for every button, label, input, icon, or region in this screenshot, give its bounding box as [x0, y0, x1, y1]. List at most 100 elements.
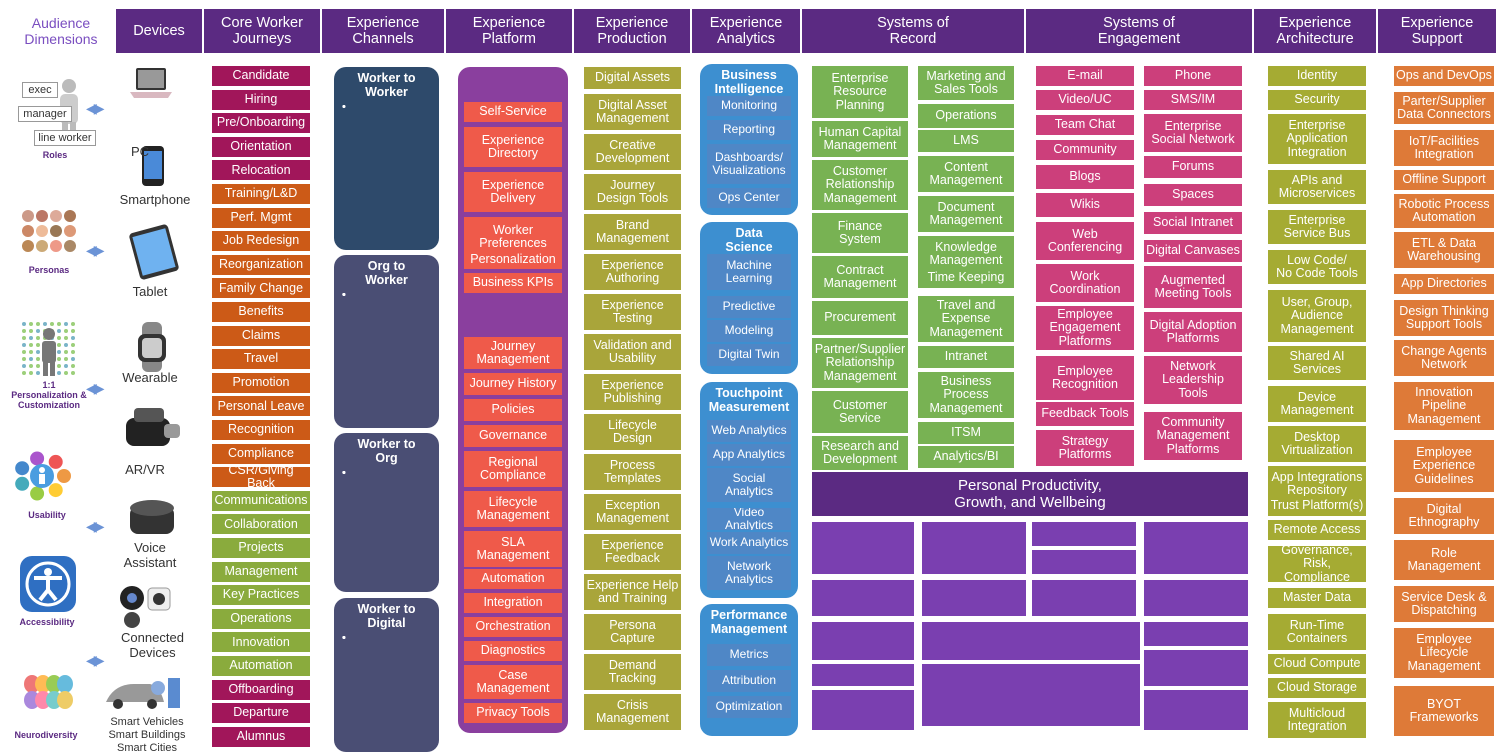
architecture-4[interactable]: Enterprise Service Bus	[1268, 210, 1366, 244]
production-8[interactable]: Experience Publishing	[584, 374, 681, 410]
support-8[interactable]: Change Agents Network	[1394, 340, 1494, 376]
support-10[interactable]: Employee Experience Guidelines	[1394, 440, 1494, 492]
sor-right-10[interactable]: ITSM	[918, 422, 1014, 444]
analytics-item[interactable]: Dashboards/ Visualizations	[707, 144, 791, 184]
personal-item-6[interactable]	[922, 580, 1026, 616]
production-9[interactable]: Lifecycle Design	[584, 414, 681, 450]
architecture-9[interactable]: Desktop Virtualization	[1268, 426, 1366, 462]
architecture-1[interactable]: Security	[1268, 90, 1366, 110]
sor-left-4[interactable]: Contract Management	[812, 256, 908, 298]
personal-item-1[interactable]	[922, 522, 1026, 574]
sor-right-4[interactable]: Document Management	[918, 196, 1014, 232]
analytics-item[interactable]: Digital Twin	[707, 344, 791, 366]
architecture-13[interactable]: Governance, Risk, Compliance	[1268, 546, 1366, 582]
sor-left-7[interactable]: Customer Service	[812, 391, 908, 433]
journey-7[interactable]: Job Redesign	[212, 231, 310, 252]
architecture-5[interactable]: Low Code/ No Code Tools	[1268, 250, 1366, 284]
personal-item-10[interactable]	[922, 622, 1140, 660]
architecture-11[interactable]: Trust Platform(s)	[1268, 496, 1366, 516]
support-11[interactable]: Digital Ethnography	[1394, 498, 1494, 534]
personal-item-9[interactable]	[812, 622, 914, 660]
soe-left-9[interactable]: Employee Recognition	[1036, 356, 1134, 400]
journey-4[interactable]: Relocation	[212, 160, 310, 181]
architecture-3[interactable]: APIs and Microservices	[1268, 170, 1366, 204]
soe-left-2[interactable]: Team Chat	[1036, 115, 1134, 135]
soe-right-10[interactable]: Community Management Platforms	[1144, 412, 1242, 460]
support-3[interactable]: Offline Support	[1394, 170, 1494, 190]
journey-17[interactable]: CSR/Giving Back	[212, 467, 310, 488]
journey-0[interactable]: Candidate	[212, 66, 310, 86]
journey-3[interactable]: Orientation	[212, 136, 310, 157]
analytics-item[interactable]: Work Analytics	[707, 532, 791, 554]
journey-6[interactable]: Perf. Mgmt	[212, 207, 310, 228]
support-13[interactable]: Service Desk & Dispatching	[1394, 586, 1494, 622]
journey-10[interactable]: Benefits	[212, 302, 310, 322]
support-4[interactable]: Robotic Process Automation	[1394, 194, 1494, 228]
personal-item-0[interactable]	[812, 522, 914, 574]
support-1[interactable]: Parter/Supplier Data Connectors	[1394, 92, 1494, 124]
support-5[interactable]: ETL & Data Warehousing	[1394, 232, 1494, 268]
production-10[interactable]: Process Templates	[584, 454, 681, 490]
journey-11[interactable]: Claims	[212, 325, 310, 346]
production-13[interactable]: Experience Help and Training	[584, 574, 681, 610]
analytics-item[interactable]: Social Analytics	[707, 468, 791, 502]
sor-left-0[interactable]: Enterprise Resource Planning	[812, 66, 908, 118]
platform-bo-3[interactable]: Governance	[464, 425, 562, 447]
sor-right-2[interactable]: LMS	[918, 130, 1014, 152]
platform-bo-5[interactable]: Lifecycle Management	[464, 491, 562, 527]
platform-wf-0[interactable]: Self-Service	[464, 102, 562, 122]
production-12[interactable]: Experience Feedback	[584, 534, 681, 570]
journey-9[interactable]: Family Change	[212, 278, 310, 299]
journey-1[interactable]: Hiring	[212, 89, 310, 110]
sor-right-3[interactable]: Content Management	[918, 156, 1014, 192]
support-6[interactable]: App Directories	[1394, 274, 1494, 294]
soe-left-8[interactable]: Employee Engagement Platforms	[1036, 306, 1134, 350]
analytics-item[interactable]: Modeling	[707, 320, 791, 342]
architecture-7[interactable]: Shared AI Services	[1268, 346, 1366, 380]
support-12[interactable]: Role Management	[1394, 540, 1494, 580]
personal-item-5[interactable]	[812, 580, 914, 616]
support-14[interactable]: Employee Lifecycle Management	[1394, 628, 1494, 678]
soe-left-4[interactable]: Blogs	[1036, 165, 1134, 189]
sor-right-11[interactable]: Analytics/BI	[918, 446, 1014, 468]
soe-left-10[interactable]: Feedback Tools	[1036, 402, 1134, 426]
platform-bo-4[interactable]: Regional Compliance	[464, 451, 562, 487]
platform-wf-4[interactable]: Personalization	[464, 251, 562, 269]
soe-left-0[interactable]: E-mail	[1036, 66, 1134, 86]
personal-item-7[interactable]	[1032, 580, 1136, 616]
sor-left-6[interactable]: Partner/Supplier Relationship Management	[812, 338, 908, 388]
soe-left-3[interactable]: Community	[1036, 140, 1134, 160]
journey-16[interactable]: Compliance	[212, 443, 310, 464]
journey-26[interactable]: Offboarding	[212, 679, 310, 700]
soe-right-7[interactable]: Augmented Meeting Tools	[1144, 266, 1242, 308]
sor-left-8[interactable]: Research and Development	[812, 436, 908, 470]
architecture-15[interactable]: Run-Time Containers	[1268, 614, 1366, 650]
support-15[interactable]: BYOT Frameworks	[1394, 686, 1494, 736]
analytics-item[interactable]: Machine Learning	[707, 254, 791, 290]
sor-right-8[interactable]: Intranet	[918, 346, 1014, 368]
platform-bo-8[interactable]: Integration	[464, 593, 562, 613]
sor-left-5[interactable]: Procurement	[812, 301, 908, 335]
production-4[interactable]: Brand Management	[584, 214, 681, 250]
personal-item-13[interactable]	[1144, 650, 1248, 686]
personal-item-11[interactable]	[1144, 622, 1248, 646]
sor-right-7[interactable]: Travel and Expense Management	[918, 296, 1014, 342]
production-11[interactable]: Exception Management	[584, 494, 681, 530]
sor-right-5[interactable]: Knowledge Management	[918, 236, 1014, 272]
platform-bo-12[interactable]: Privacy Tools	[464, 703, 562, 723]
soe-left-11[interactable]: Strategy Platforms	[1036, 430, 1134, 466]
production-3[interactable]: Journey Design Tools	[584, 174, 681, 210]
analytics-item[interactable]: Attribution	[707, 670, 791, 692]
platform-wf-5[interactable]: Business KPIs	[464, 273, 562, 293]
journey-5[interactable]: Training/L&D	[212, 184, 310, 204]
sor-left-2[interactable]: Customer Relationship Management	[812, 160, 908, 210]
support-2[interactable]: IoT/Facilities Integration	[1394, 130, 1494, 166]
architecture-2[interactable]: Enterprise Application Integration	[1268, 114, 1366, 164]
sor-right-9[interactable]: Business Process Management	[918, 372, 1014, 418]
personal-item-16[interactable]	[1144, 690, 1248, 730]
soe-right-0[interactable]: Phone	[1144, 66, 1242, 86]
personal-item-12[interactable]	[812, 664, 914, 686]
soe-left-7[interactable]: Work Coordination	[1036, 264, 1134, 302]
soe-right-9[interactable]: Network Leadership Tools	[1144, 356, 1242, 404]
personal-item-14[interactable]	[812, 690, 914, 730]
